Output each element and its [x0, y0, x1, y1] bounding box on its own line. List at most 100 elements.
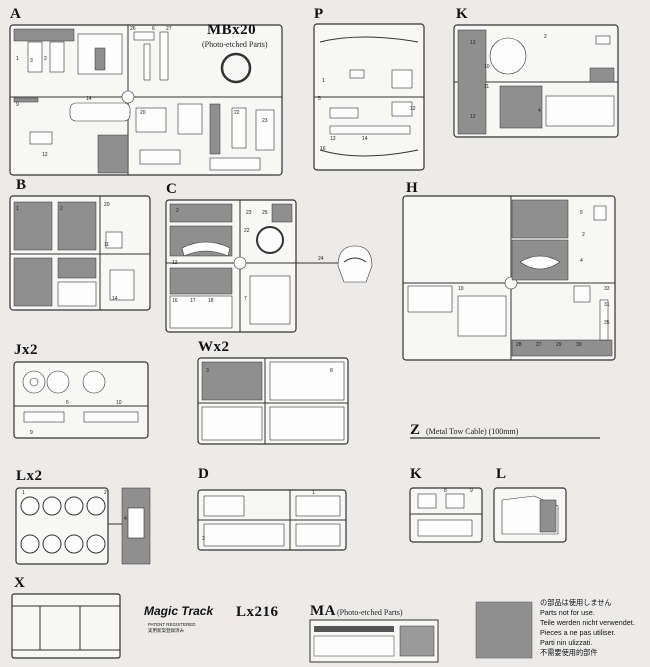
part-C-24: 24 — [318, 245, 373, 283]
svg-text:1: 1 — [22, 490, 25, 496]
sprue-label-H: H — [406, 180, 419, 196]
svg-text:14: 14 — [362, 136, 368, 142]
svg-text:11: 11 — [104, 242, 109, 248]
svg-text:12: 12 — [42, 152, 48, 158]
svg-text:13: 13 — [470, 40, 476, 46]
sprue-K-top: 13 10 11 12 4 2 — [453, 24, 619, 138]
svg-text:14: 14 — [112, 296, 118, 302]
sprue-label-W: Wx2 — [198, 339, 230, 355]
svg-text:5: 5 — [318, 96, 321, 102]
unused-parts-swatch — [475, 601, 533, 659]
svg-text:2: 2 — [44, 56, 47, 62]
svg-text:22: 22 — [234, 110, 240, 116]
sprue-H: 5 2 4 19 28 27 29 30 33 31 35 — [402, 195, 616, 361]
legend-line-fr: Pieces a ne pas utiliser. — [540, 628, 616, 637]
svg-text:12: 12 — [470, 114, 476, 120]
sprue-X — [11, 593, 121, 659]
svg-text:23: 23 — [262, 118, 268, 124]
svg-text:11: 11 — [484, 84, 489, 90]
svg-text:2: 2 — [104, 490, 107, 496]
mb-label: MBx20 — [207, 22, 257, 38]
unused-parts-legend: の部品は使用しません Parts not for use. Teile werd… — [540, 598, 635, 658]
svg-text:20: 20 — [140, 110, 146, 116]
svg-text:4: 4 — [538, 108, 541, 114]
sprue-label-K-bottom: K — [410, 466, 423, 482]
svg-text:2: 2 — [544, 34, 547, 40]
svg-text:8: 8 — [330, 368, 333, 374]
fret-label-MA: MA — [310, 603, 336, 619]
svg-text:10: 10 — [116, 400, 122, 406]
magic-track-patent-jp: 実用新案登録済み — [148, 628, 184, 633]
sprue-Lx2: 1 2 4 — [15, 487, 151, 565]
svg-text:27: 27 — [166, 26, 172, 32]
svg-text:16: 16 — [320, 146, 326, 152]
svg-text:31: 31 — [604, 302, 610, 308]
svg-text:2: 2 — [60, 206, 63, 212]
sprue-label-L: Lx2 — [16, 468, 43, 484]
svg-text:1: 1 — [322, 78, 325, 84]
svg-text:24: 24 — [318, 256, 324, 262]
svg-text:14: 14 — [86, 96, 92, 102]
svg-text:19: 19 — [458, 286, 464, 292]
sprue-label-C: C — [166, 181, 178, 197]
svg-text:9: 9 — [470, 488, 473, 494]
svg-text:35: 35 — [604, 320, 610, 326]
svg-text:9: 9 — [30, 430, 33, 436]
svg-text:29: 29 — [556, 342, 562, 348]
svg-text:1: 1 — [16, 56, 19, 62]
svg-text:6: 6 — [152, 26, 155, 32]
svg-text:4: 4 — [580, 258, 583, 264]
svg-text:25: 25 — [262, 210, 268, 216]
svg-text:2: 2 — [582, 232, 585, 238]
legend-line-zh: 不需要使用的部件 — [540, 648, 598, 657]
sprue-D: 31 — [197, 489, 347, 551]
svg-text:12: 12 — [172, 260, 178, 266]
legend-line-ja: の部品は使用しません — [540, 598, 612, 607]
legend-line-it: Parti nin ulizzati. — [540, 638, 593, 647]
svg-text:10: 10 — [484, 64, 490, 70]
sprue-label-B: B — [16, 177, 27, 193]
svg-text:5: 5 — [580, 210, 583, 216]
svg-text:17: 17 — [190, 298, 196, 304]
svg-text:28: 28 — [516, 342, 522, 348]
svg-text:26: 26 — [130, 26, 136, 32]
sprue-label-Z: Z — [410, 422, 421, 438]
sprue-label-L-bottom: L — [496, 466, 507, 482]
svg-text:12: 12 — [410, 106, 416, 112]
svg-text:3: 3 — [206, 368, 209, 374]
sprue-label-K-top: K — [456, 6, 469, 22]
sprue-label-P: P — [314, 6, 324, 22]
sprue-J: 5 10 9 — [13, 361, 149, 439]
svg-text:4: 4 — [124, 516, 127, 522]
mb-ring-part — [220, 52, 252, 84]
sprue-label-X: X — [14, 575, 26, 591]
svg-text:1: 1 — [16, 206, 19, 212]
sprue-label-J: Jx2 — [14, 342, 38, 358]
legend-line-de: Teile werden nicht verwendet. — [540, 618, 635, 627]
svg-text:9: 9 — [16, 102, 19, 108]
svg-text:30: 30 — [576, 342, 582, 348]
tow-cable-sublabel: (Metal Tow Cable) (100mm) — [426, 427, 519, 436]
svg-text:7: 7 — [244, 296, 247, 302]
track-label: Lx216 — [236, 604, 279, 620]
magic-track-patent: PATENT REGISTERED — [148, 622, 196, 627]
svg-text:18: 18 — [208, 298, 214, 304]
svg-text:22: 22 — [244, 228, 250, 234]
svg-text:27: 27 — [536, 342, 542, 348]
svg-text:20: 20 — [104, 202, 110, 208]
svg-text:33: 33 — [604, 286, 610, 292]
sprue-label-D: D — [198, 466, 210, 482]
svg-text:3: 3 — [30, 58, 33, 64]
svg-text:16: 16 — [172, 298, 178, 304]
mb-sublabel: (Photo-etched Parts) — [202, 40, 268, 49]
svg-text:8: 8 — [444, 488, 447, 494]
svg-text:5: 5 — [66, 400, 69, 406]
svg-text:23: 23 — [246, 210, 252, 216]
